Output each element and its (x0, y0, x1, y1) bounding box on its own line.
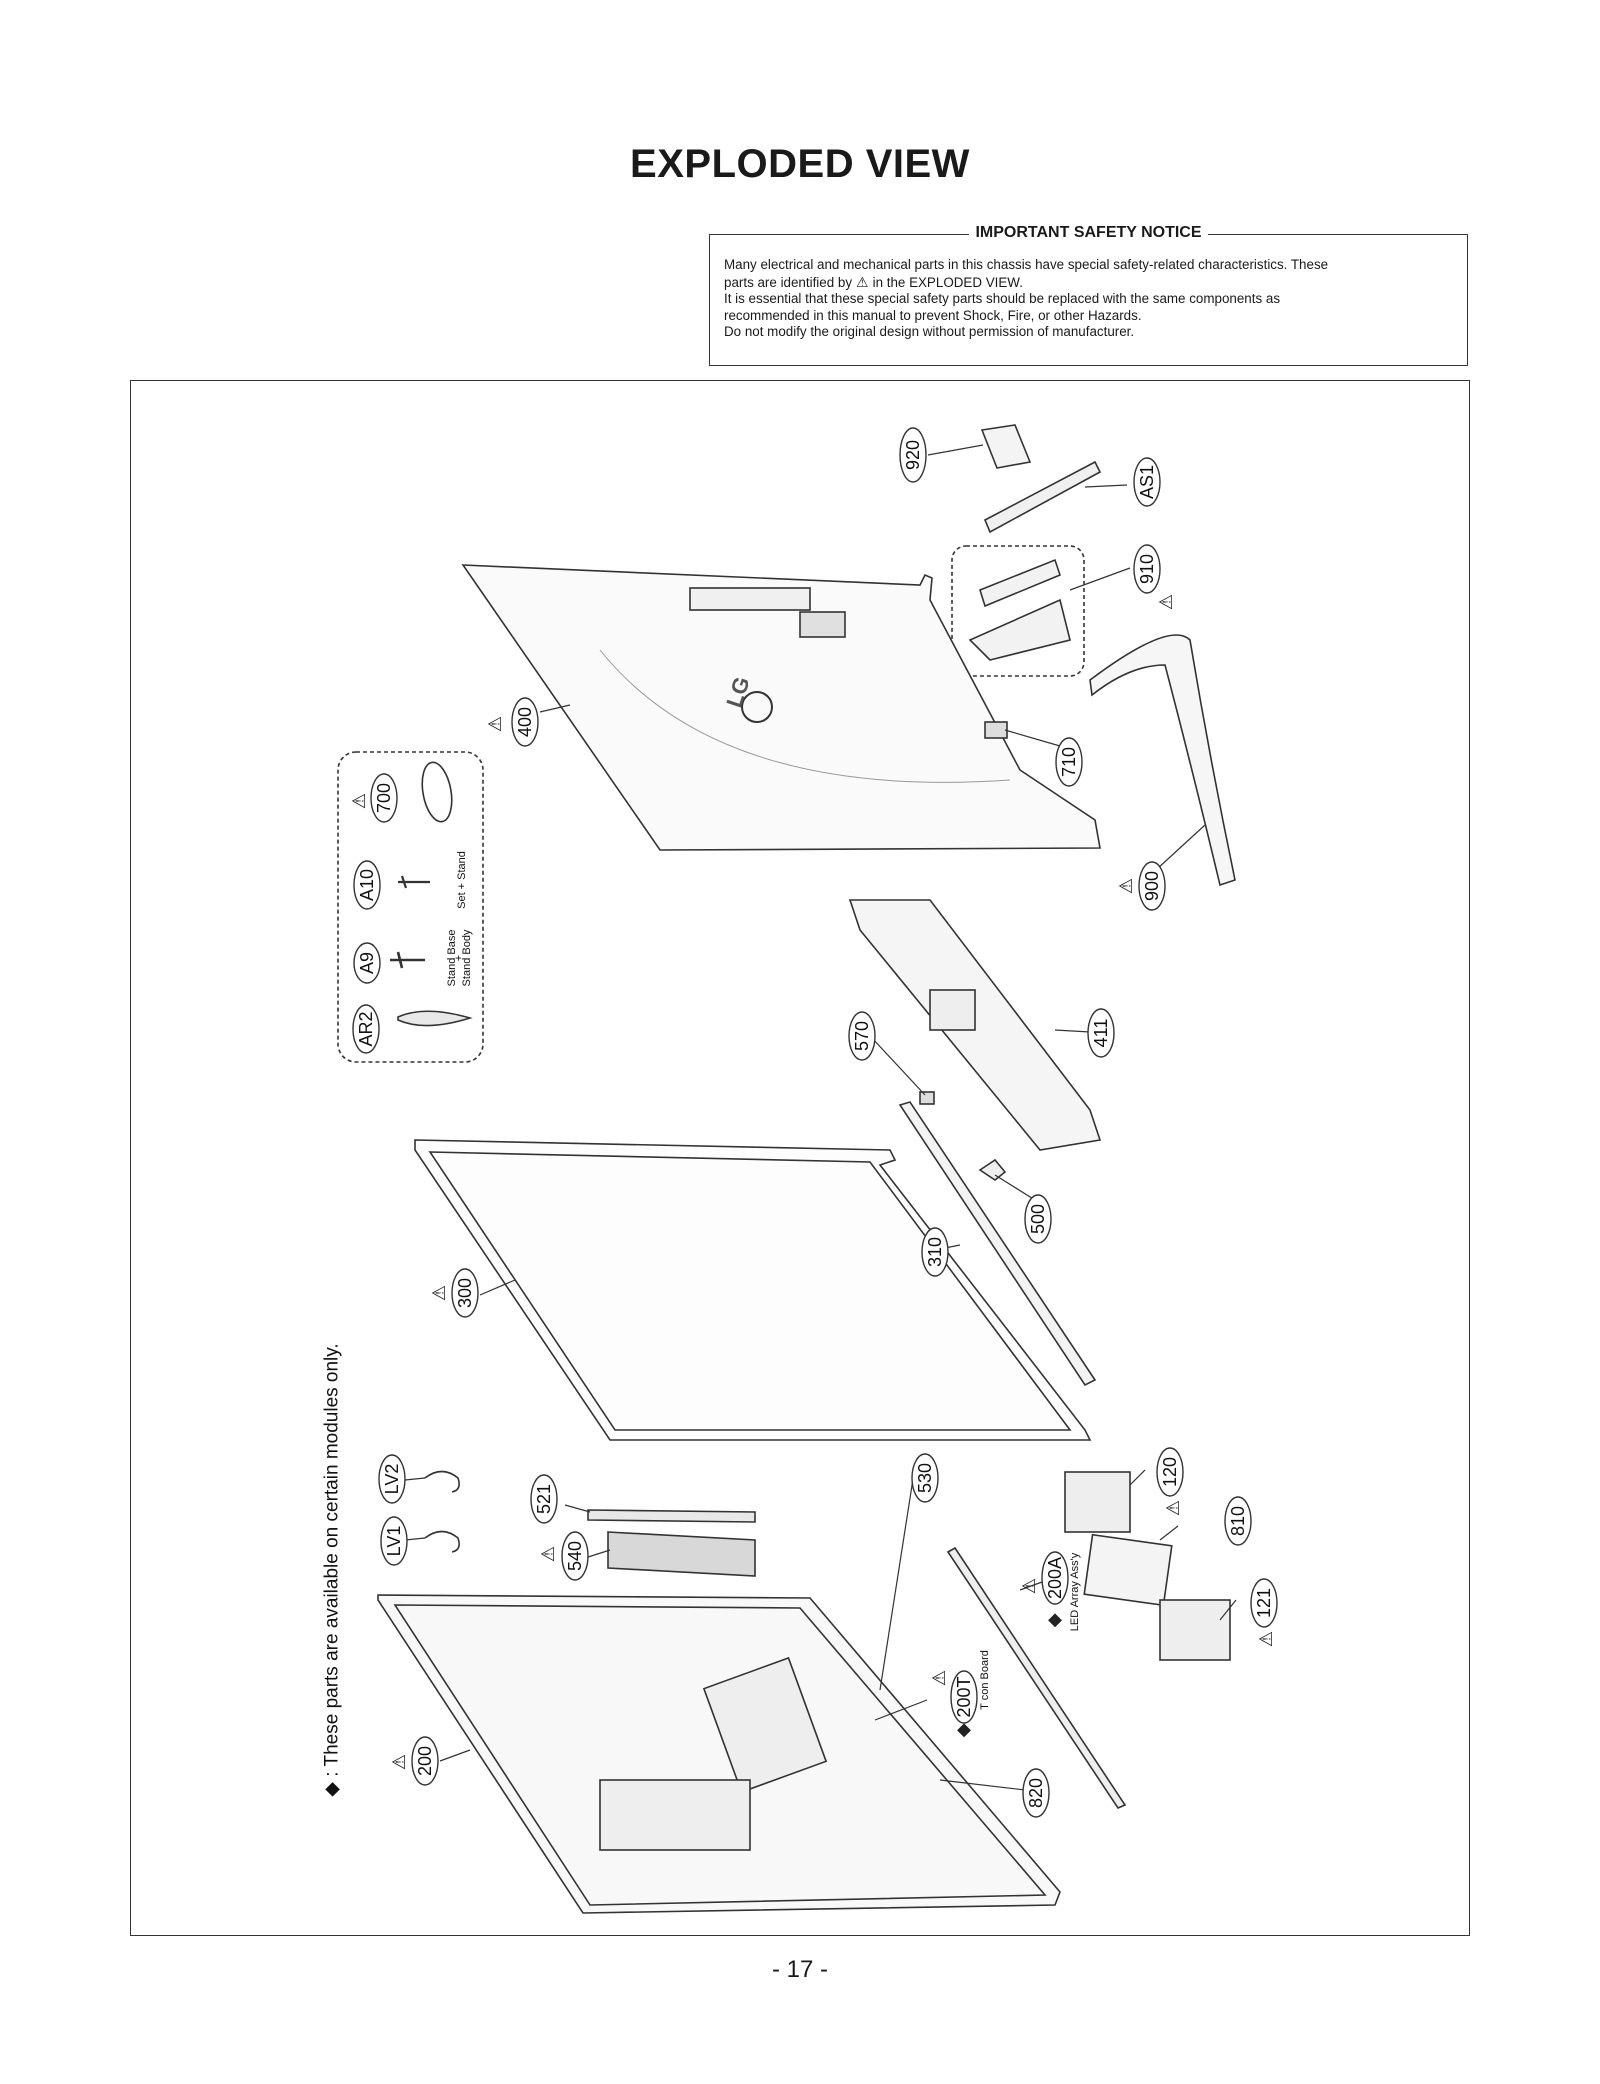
caption-set-stand: Set + Stand (456, 851, 468, 909)
part-910-group (951, 545, 1085, 677)
warning-triangle-icon: ⚠ (1156, 594, 1176, 610)
caption-led-array: LED Array Ass'y (1069, 1552, 1081, 1631)
label-as1: AS1 (1137, 465, 1157, 499)
label-200a: 200A (1045, 1557, 1065, 1599)
part-label-texts: 920 AS1 910 400 710 900 700 A10 A9 AR2 5… (322, 440, 1275, 1808)
warning-triangle-icon: ⚠ (929, 1670, 949, 1686)
part-310-bar (898, 1101, 1097, 1387)
warning-triangle-icon: ⚠ (1256, 1631, 1276, 1647)
label-920: 920 (903, 440, 923, 470)
notice-line-4: recommended in this manual to prevent Sh… (724, 307, 1142, 323)
diamond-icon: ◆ (1048, 1609, 1062, 1629)
label-a9: A9 (357, 952, 377, 974)
label-540: 540 (565, 1541, 585, 1571)
part-300-frame (414, 1139, 1092, 1441)
part-120 (1064, 1471, 1131, 1533)
label-ar2: AR2 (356, 1011, 376, 1046)
label-121: 121 (1254, 1588, 1274, 1618)
part-as1-bracket (983, 460, 1102, 534)
part-200a-led-strip (946, 1546, 1127, 1809)
part-900-stand (1089, 634, 1236, 887)
safety-notice-body: Many electrical and mechanical parts in … (724, 257, 1453, 341)
part-920-cover (980, 424, 1032, 469)
caption-t-con: T con Board (979, 1650, 991, 1710)
warning-triangle-icon: ⚠ (1019, 1578, 1039, 1594)
warning-triangle-icon: ⚠ (1116, 878, 1136, 894)
warning-triangle-icon: ⚠ (429, 1285, 449, 1301)
label-a10: A10 (357, 869, 377, 901)
warning-triangle-icon: ⚠ (856, 273, 869, 290)
leader-lines (404, 444, 1237, 1791)
label-710: 710 (1059, 747, 1079, 777)
part-400-back-cover (461, 564, 1101, 851)
part-570 (919, 1091, 935, 1105)
notice-line-5: Do not modify the original design withou… (724, 324, 1135, 339)
diamond-icon: ◆ (957, 1719, 971, 1739)
label-400: 400 (515, 707, 535, 737)
safety-notice-box: IMPORTANT SAFETY NOTICE Many electrical … (709, 224, 1468, 366)
label-521: 521 (534, 1484, 554, 1514)
label-200t: 200T (954, 1676, 974, 1717)
part-121 (1159, 1599, 1231, 1661)
notice-line-3: It is essential that these special safet… (724, 291, 1281, 306)
label-310: 310 (925, 1237, 945, 1267)
warning-triangle-icon: ⚠ (485, 716, 505, 732)
label-bubbles (352, 427, 1278, 1818)
part-521-board (587, 1509, 756, 1523)
safety-markers: ⚠ ⚠ ⚠ ⚠ ⚠ ⚠ ⚠ ⚠ ⚠ ⚠ ⚠ ◆ ◆ (349, 594, 1276, 1770)
part-540-board (607, 1531, 756, 1577)
label-411: 411 (1091, 1019, 1111, 1048)
caption-stand-base: Stand Base (446, 930, 458, 987)
label-120: 120 (1160, 1457, 1180, 1487)
warning-triangle-icon: ⚠ (349, 793, 369, 809)
part-drawings (337, 424, 1236, 1914)
part-lv1 (424, 1530, 460, 1553)
lg-logo-icon (741, 691, 773, 723)
part-lv2 (424, 1470, 460, 1493)
warning-triangle-icon: ⚠ (389, 1754, 409, 1770)
notice-line-2: parts are identified by⚠in the EXPLODED … (724, 273, 1023, 290)
notice-line-1: Many electrical and mechanical parts in … (724, 257, 1329, 272)
part-ar2-remote (397, 1010, 473, 1027)
label-300: 300 (455, 1278, 475, 1308)
page-title: EXPLODED VIEW (630, 142, 970, 186)
part-200-chassis (377, 1594, 1061, 1914)
label-820: 820 (1026, 1778, 1046, 1808)
label-570: 570 (852, 1021, 872, 1051)
label-810: 810 (1228, 1506, 1248, 1536)
label-lv1: LV1 (384, 1526, 404, 1557)
exploded-view-frame (130, 380, 1470, 1936)
warning-triangle-icon: ⚠ (538, 1546, 558, 1562)
label-530: 530 (915, 1463, 935, 1493)
part-700-cable (421, 761, 453, 823)
safety-notice-heading: IMPORTANT SAFETY NOTICE (969, 224, 1208, 241)
caption-plus: + (453, 955, 465, 961)
label-700: 700 (374, 783, 394, 813)
label-lv2: LV2 (382, 1464, 402, 1495)
part-810 (1083, 1533, 1173, 1607)
label-500: 500 (1028, 1204, 1048, 1234)
label-200: 200 (415, 1746, 435, 1776)
caption-stand-body: Stand Body (461, 929, 473, 986)
part-a10-screw (398, 875, 430, 889)
part-500 (978, 1158, 1007, 1181)
label-910: 910 (1137, 554, 1157, 584)
warning-triangle-icon: ⚠ (1163, 1500, 1183, 1516)
label-900: 900 (1142, 871, 1162, 901)
part-a9-screw (390, 951, 425, 969)
page-number: - 17 - (771, 1956, 828, 1983)
modules-side-note: ◆ : These parts are available on certain… (322, 1343, 343, 1796)
